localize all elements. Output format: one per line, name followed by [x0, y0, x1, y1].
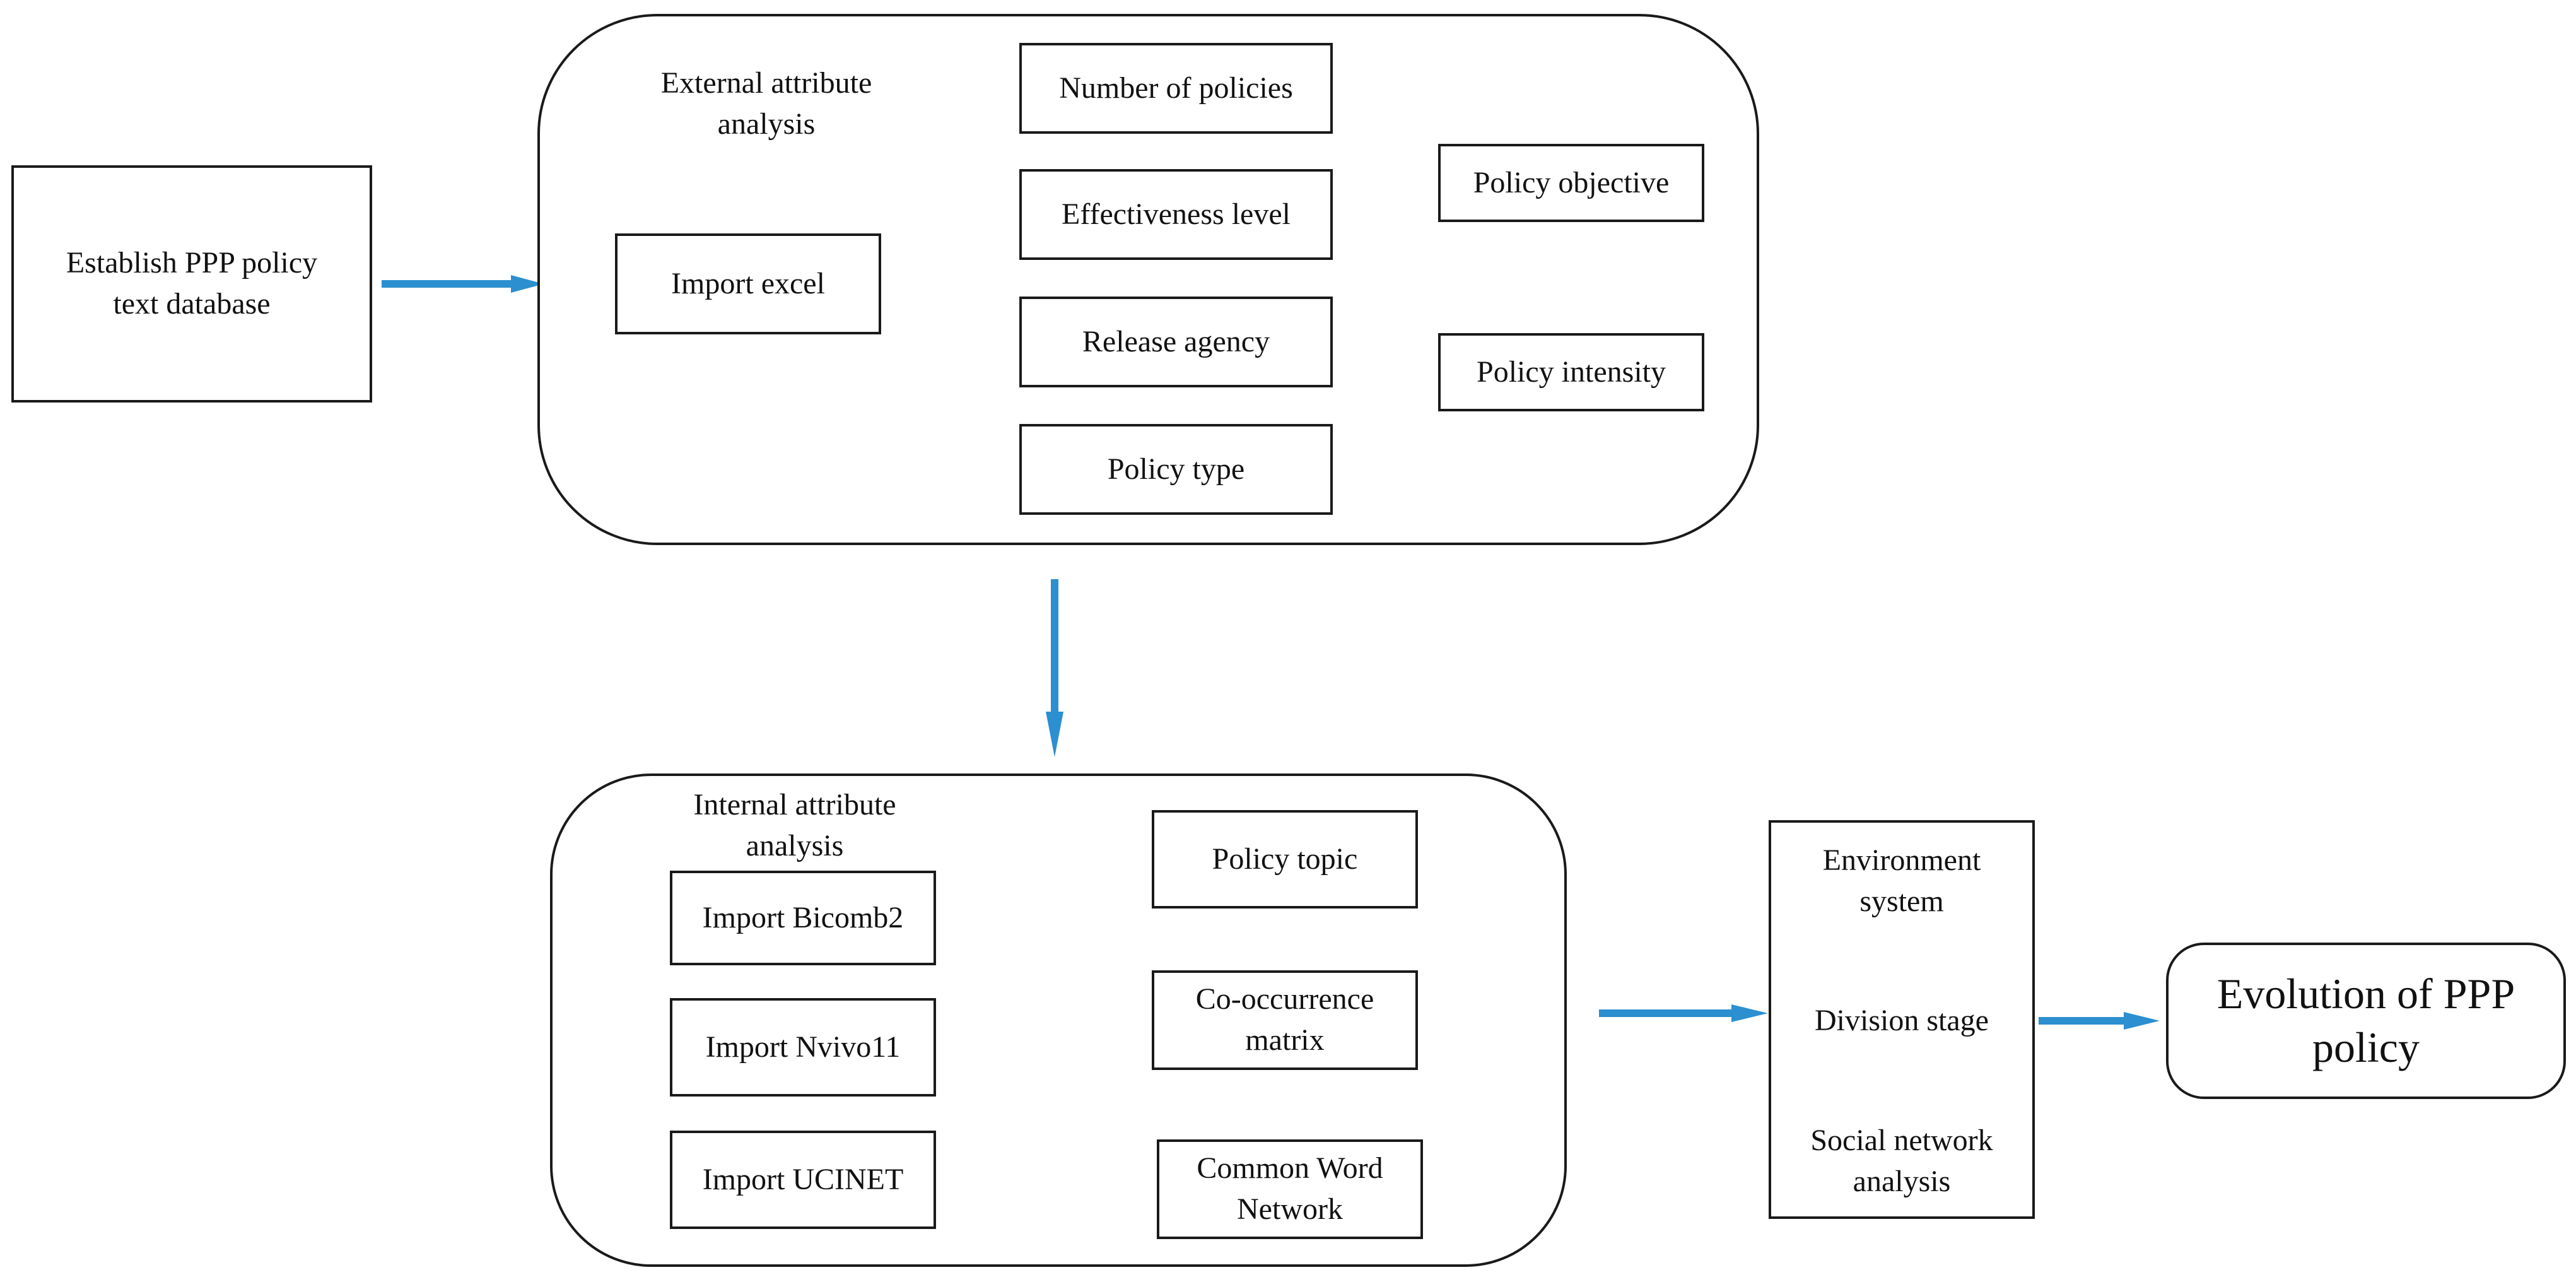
division-stage-label: Division stage [1815, 1004, 1989, 1037]
policy-topic-label: Policy topic [1212, 842, 1358, 876]
release-agency-box: Release agency [1019, 297, 1333, 387]
evolution-result-label: Evolution of PPP policy [2216, 970, 2515, 1071]
arrow-to-result [2039, 1012, 2160, 1030]
import-excel-box: Import excel [615, 233, 881, 334]
policy-objective-label: Policy objective [1473, 165, 1670, 199]
import-ucinet-box: Import UCINET [670, 1131, 936, 1229]
import-nvivo11-label: Import Nvivo11 [705, 1030, 901, 1064]
policy-type-box: Policy type [1019, 424, 1333, 515]
policy-topic-box: Policy topic [1152, 810, 1418, 909]
import-ucinet-label: Import UCINET [702, 1162, 904, 1196]
environment-system-label: Environment system [1822, 844, 1981, 918]
common-word-network-box: Common Word Network [1157, 1139, 1423, 1239]
arrow-to-external [382, 275, 544, 293]
analysis-box [1769, 820, 2035, 1219]
establish-database-box: Establish PPP policy text database [11, 165, 372, 403]
policy-type-label: Policy type [1107, 452, 1245, 486]
import-nvivo11-box: Import Nvivo11 [670, 998, 936, 1097]
policy-objective-box: Policy objective [1438, 144, 1704, 222]
internal-attribute-title: Internal attribute analysis [693, 788, 896, 862]
co-occurrence-matrix-label: Co-occurrence matrix [1195, 982, 1374, 1057]
arrow-to-analysis [1599, 1004, 1768, 1022]
release-agency-label: Release agency [1082, 324, 1270, 358]
effectiveness-level-box: Effectiveness level [1019, 169, 1333, 260]
arrow-to-internal [1046, 579, 1063, 757]
policy-intensity-box: Policy intensity [1438, 333, 1704, 411]
number-of-policies-label: Number of policies [1059, 71, 1293, 105]
establish-database-label: Establish PPP policy text database [66, 246, 318, 320]
import-bicomb2-label: Import Bicomb2 [702, 900, 904, 934]
external-attribute-title: External attribute analysis [660, 66, 872, 141]
policy-intensity-label: Policy intensity [1477, 355, 1666, 389]
social-network-analysis-label: Social network analysis [1810, 1124, 1993, 1198]
import-excel-label: Import excel [671, 266, 825, 300]
effectiveness-level-label: Effectiveness level [1062, 197, 1291, 231]
common-word-network-label: Common Word Network [1197, 1151, 1383, 1226]
number-of-policies-box: Number of policies [1019, 43, 1333, 134]
co-occurrence-matrix-box: Co-occurrence matrix [1152, 970, 1418, 1070]
import-bicomb2-box: Import Bicomb2 [670, 871, 936, 965]
evolution-result-box: Evolution of PPP policy [2166, 943, 2566, 1099]
